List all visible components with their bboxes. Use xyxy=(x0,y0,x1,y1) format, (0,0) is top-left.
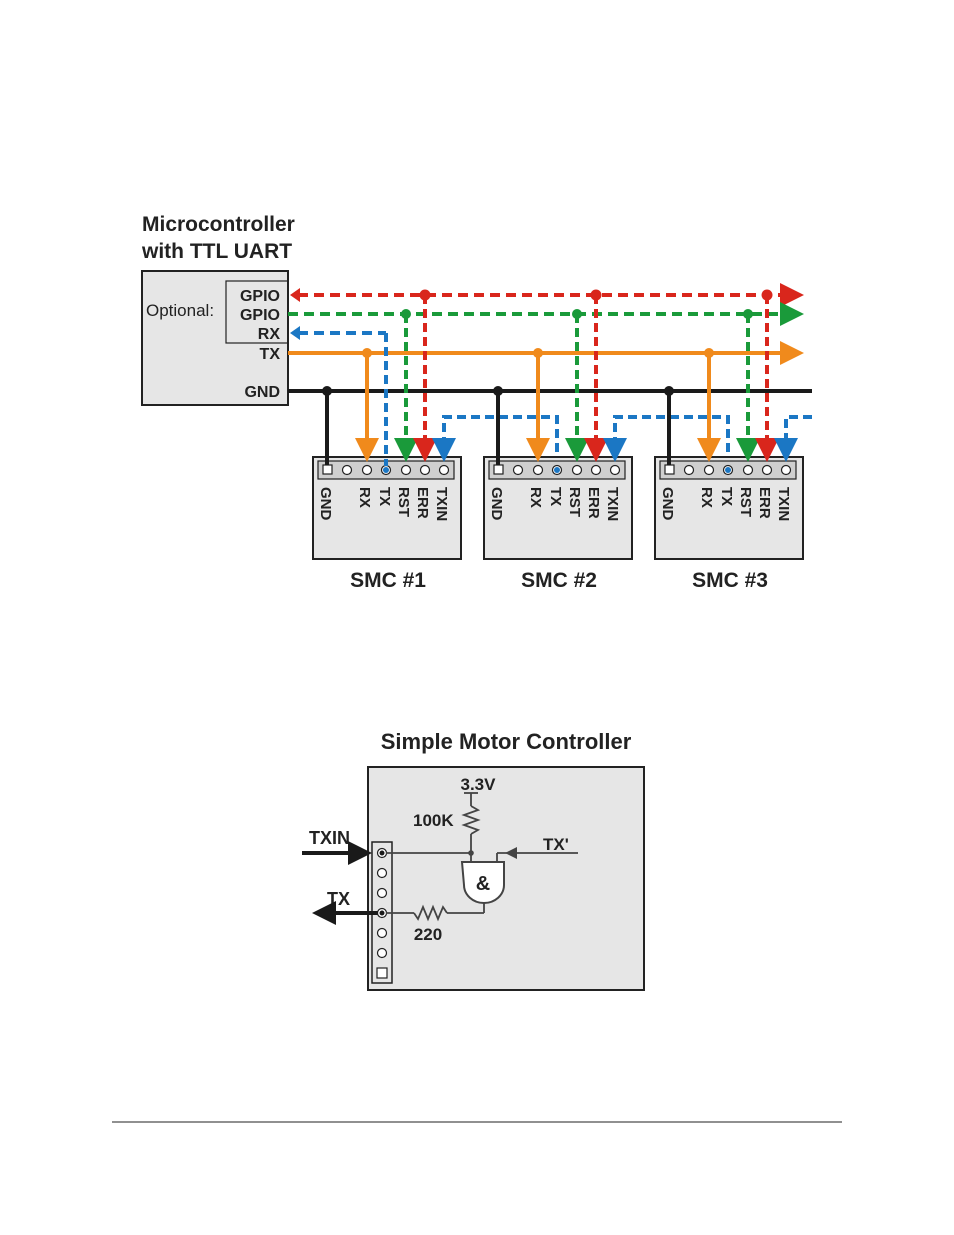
smc-board-3-txin-wire xyxy=(786,417,812,458)
smc-board-2-label-txin: TXIN xyxy=(604,487,621,521)
voltage-label: 3.3V xyxy=(461,775,497,794)
smc-board-2-rst-junction xyxy=(572,309,582,319)
mcu-pin-gnd: GND xyxy=(244,384,280,401)
tx-label: TX xyxy=(327,889,350,909)
smc-board-2-pin xyxy=(611,466,620,475)
smc-board-2-pin xyxy=(573,466,582,475)
circuit-pin xyxy=(378,949,387,958)
smc-board-2-gnd-junction xyxy=(493,386,503,396)
smc-circuit-title: Simple Motor Controller xyxy=(381,729,632,754)
smc-board-2-pin xyxy=(592,466,601,475)
smc-board-3: GND RX TX RST ERR TXIN SMC #3 xyxy=(655,290,812,593)
smc-board-2-label-err: ERR xyxy=(585,487,602,519)
smc-board-3-pin xyxy=(763,466,772,475)
smc-board-3-label-rx: RX xyxy=(698,487,715,508)
smc-board-2-label-rx: RX xyxy=(527,487,544,508)
smc-board-2-label-gnd: GND xyxy=(488,487,505,521)
smc-circuit-board xyxy=(368,767,644,990)
smc-board-3-label-txin: TXIN xyxy=(775,487,792,521)
mcu-pin-gpio1: GPIO xyxy=(240,288,280,305)
smc-board-3-label-tx: TX xyxy=(718,487,735,506)
smc-board-1-pin-square xyxy=(323,465,332,474)
multi-controller-wiring-diagram: Microcontroller with TTL UART Optional: … xyxy=(141,213,812,592)
mcu-title-line2: with TTL UART xyxy=(141,240,292,263)
smc-board-3-rst-junction xyxy=(743,309,753,319)
smc-board-1-label-rst: RST xyxy=(395,487,412,517)
txin-label: TXIN xyxy=(309,828,350,848)
circuit-pin xyxy=(378,929,387,938)
pullup-resistor-label: 100K xyxy=(413,811,454,830)
smc-board-1-tx-dot xyxy=(383,467,389,473)
smc-board-2-tx-dot xyxy=(554,467,560,473)
mcu-pin-tx: TX xyxy=(260,346,281,363)
smc-board-1-label-rx: RX xyxy=(356,487,373,508)
smc-internal-circuit-diagram: Simple Motor Controller TXIN TX xyxy=(302,729,644,990)
series-resistor-label: 220 xyxy=(414,925,442,944)
smc-board-1-err-junction xyxy=(420,290,431,301)
txin-pin-dot xyxy=(380,851,385,856)
smc-board-3-rx-junction xyxy=(704,348,714,358)
smc-board-1-pin xyxy=(363,466,372,475)
smc-board-2-label: SMC #2 xyxy=(521,569,597,592)
circuit-pin xyxy=(378,869,387,878)
smc-board-3-err-junction xyxy=(762,290,773,301)
mcu-pin-rx: RX xyxy=(258,326,281,343)
mcu-pin-gpio2: GPIO xyxy=(240,307,280,324)
smc-board-2-pin-square xyxy=(494,465,503,474)
circuit-pin-square xyxy=(377,968,387,978)
tx-prime-label: TX' xyxy=(543,835,569,854)
and-gate-symbol: & xyxy=(476,873,490,895)
smc-board-3-tx-dot xyxy=(725,467,731,473)
pullup-junction xyxy=(468,850,474,856)
smc-board-3-pin-square xyxy=(665,465,674,474)
smc-board-3-pin xyxy=(782,466,791,475)
rx-return-arrow xyxy=(290,326,300,340)
smc-board-3-label-rst: RST xyxy=(737,487,754,517)
smc-board-3-pin xyxy=(705,466,714,475)
smc-board-3-pin xyxy=(744,466,753,475)
smc-board-2-err-junction xyxy=(591,290,602,301)
smc-board-3-gnd-junction xyxy=(664,386,674,396)
circuit-pin xyxy=(378,889,387,898)
smc-board-1-gnd-junction xyxy=(322,386,332,396)
smc-board-3-label-err: ERR xyxy=(756,487,773,519)
smc-board-1-rx-junction xyxy=(362,348,372,358)
smc-board-3-pin xyxy=(685,466,694,475)
optional-label: Optional: xyxy=(146,301,214,320)
tx-pin-dot xyxy=(380,911,385,916)
smc-board-1-label-err: ERR xyxy=(414,487,431,519)
smc-board-1-pin xyxy=(421,466,430,475)
smc-board-3-label-gnd: GND xyxy=(659,487,676,521)
err-bus-left-arrow xyxy=(290,288,300,302)
smc-board-1-label-txin: TXIN xyxy=(433,487,450,521)
smc-board-1-pin xyxy=(440,466,449,475)
smc-board-1-rst-junction xyxy=(401,309,411,319)
smc-board-3-label: SMC #3 xyxy=(692,569,768,592)
smc-board-1-pin xyxy=(402,466,411,475)
smc-board-1-pin xyxy=(343,466,352,475)
smc-board-2-label-rst: RST xyxy=(566,487,583,517)
smc-board-2-pin xyxy=(534,466,543,475)
smc-board-2-label-tx: TX xyxy=(547,487,564,506)
mcu-title-line1: Microcontroller xyxy=(142,213,295,236)
smc-board-1-label-gnd: GND xyxy=(317,487,334,521)
smc-board-1-label-tx: TX xyxy=(376,487,393,506)
smc-board-1-label: SMC #1 xyxy=(350,569,426,592)
smc-board-2-pin xyxy=(514,466,523,475)
smc-board-2-rx-junction xyxy=(533,348,543,358)
